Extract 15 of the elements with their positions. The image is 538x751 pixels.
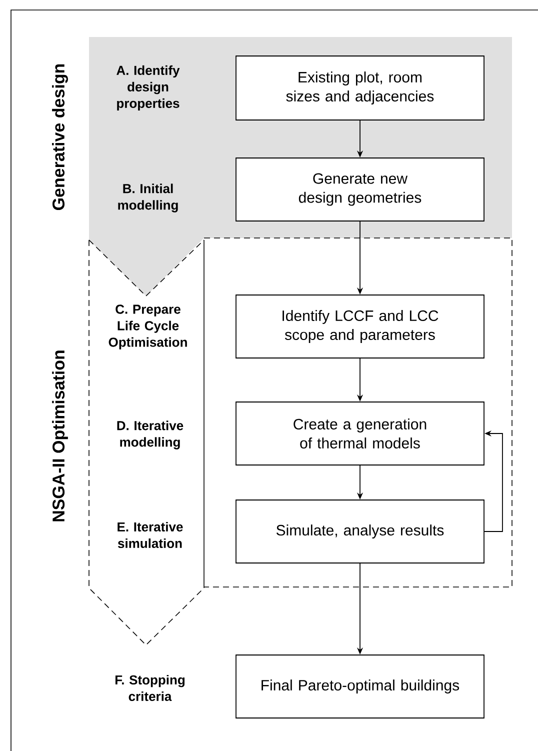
step-label: F. Stopping criteria	[115, 674, 185, 702]
process-box: Generate new design geometries	[236, 158, 484, 222]
step-label: B. Initial modelling	[118, 184, 178, 212]
process-box: Simulate, analyse results	[236, 500, 484, 564]
band-title: Generative design	[52, 64, 68, 210]
stage-band	[88, 238, 512, 646]
process-box: Final Pareto-optimal buildings	[236, 654, 484, 718]
process-box: Existing plot, room sizes and adjacencies	[236, 56, 484, 120]
process-box: Identify LCCF and LCC scope and parameters	[236, 294, 484, 358]
step-label: A. Identify design properties	[116, 65, 180, 111]
band-title: NSGA-II Optimisation	[52, 350, 68, 522]
process-box: Create a generation of thermal models	[236, 402, 484, 466]
step-label: C. Prepare Life Cycle Optimisation	[108, 304, 187, 350]
step-label: D. Iterative modelling	[117, 420, 184, 450]
step-label: E. Iterative simulation	[118, 522, 183, 548]
